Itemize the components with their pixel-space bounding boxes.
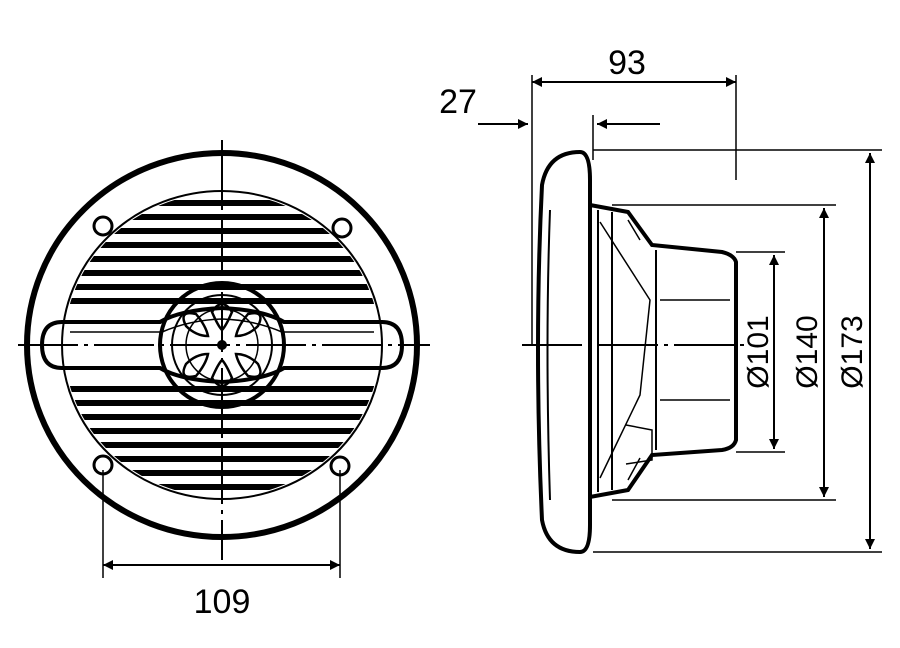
side-view: 93 27 Ø101 Ø140 Ø173: [439, 44, 882, 555]
dim-label-140: Ø140: [791, 315, 824, 388]
side-flange: [536, 149, 592, 555]
dim-label-109: 109: [194, 583, 251, 621]
dim-label-101: Ø101: [742, 315, 775, 388]
side-basket: [588, 202, 738, 500]
dim-label-27: 27: [439, 83, 477, 121]
grille-crossbar: [39, 305, 405, 385]
front-view: 109: [18, 140, 430, 621]
dim-label-93: 93: [608, 44, 646, 82]
mount-hole-top-left: [92, 215, 114, 237]
mount-hole-top-right: [331, 217, 353, 239]
dim-label-173: Ø173: [836, 315, 869, 388]
